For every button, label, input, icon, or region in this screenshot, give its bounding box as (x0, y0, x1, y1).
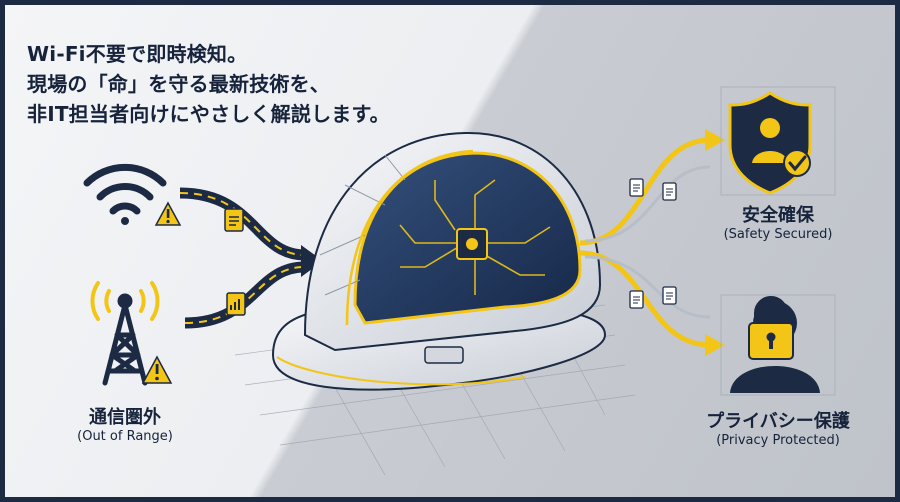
safety-secured-label: 安全確保 (742, 205, 814, 226)
privacy-protected-label: プライバシー保護 (706, 411, 850, 432)
document-icon (629, 178, 644, 197)
out-of-range-label: 通信圏外 (89, 407, 161, 428)
document-icon (662, 182, 677, 201)
document-icon (226, 292, 246, 316)
illustration (83, 86, 836, 476)
headline: Wi-Fi不要で即時検知。 現場の「命」を守る最新技術を、 非IT担当者向けにや… (27, 39, 427, 129)
warning-icon (154, 201, 182, 226)
chip-icon (456, 228, 488, 260)
document-icon (224, 208, 244, 232)
outgoing-arrows (579, 129, 725, 356)
headline-line-2: 現場の「命」を守る最新技術を、 (27, 72, 330, 96)
smart-helmet (271, 131, 607, 391)
privacy-protected-sublabel: (Privacy Protected) (716, 433, 840, 448)
shield-user-icon (720, 86, 836, 196)
check-icon (783, 149, 811, 177)
document-icon (629, 290, 644, 309)
headline-line-3: 非IT担当者向けにやさしく解説します。 (27, 102, 390, 126)
wifi-icon (83, 163, 167, 225)
out-of-range-sublabel: (Out of Range) (77, 429, 173, 444)
safety-secured-sublabel: (Safety Secured) (723, 227, 833, 242)
incoming-arrows (179, 187, 323, 329)
warning-icon (141, 355, 173, 384)
document-icon (662, 286, 677, 305)
padlock-icon (748, 296, 794, 360)
headline-line-1: Wi-Fi不要で即時検知。 (27, 42, 248, 66)
cell-tower-icon (90, 281, 160, 386)
